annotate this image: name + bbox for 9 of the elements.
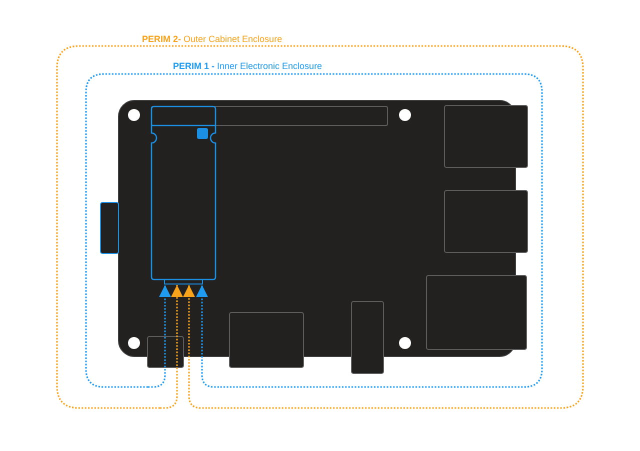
perimeter-title: PERIM 2- Outer Cabinet Enclosure (142, 34, 282, 45)
chip-outline (150, 105, 217, 285)
dotted-arrow (183, 285, 207, 409)
perimeter-title: PERIM 1 - Inner Electronic Enclosure (173, 61, 322, 72)
dotted-perimeter-outline (86, 60, 542, 387)
dotted-arrow (196, 285, 219, 388)
dotted-arrow (160, 285, 183, 409)
dotted-arrow (148, 285, 171, 388)
dotted-perimeter-outline (57, 33, 583, 408)
